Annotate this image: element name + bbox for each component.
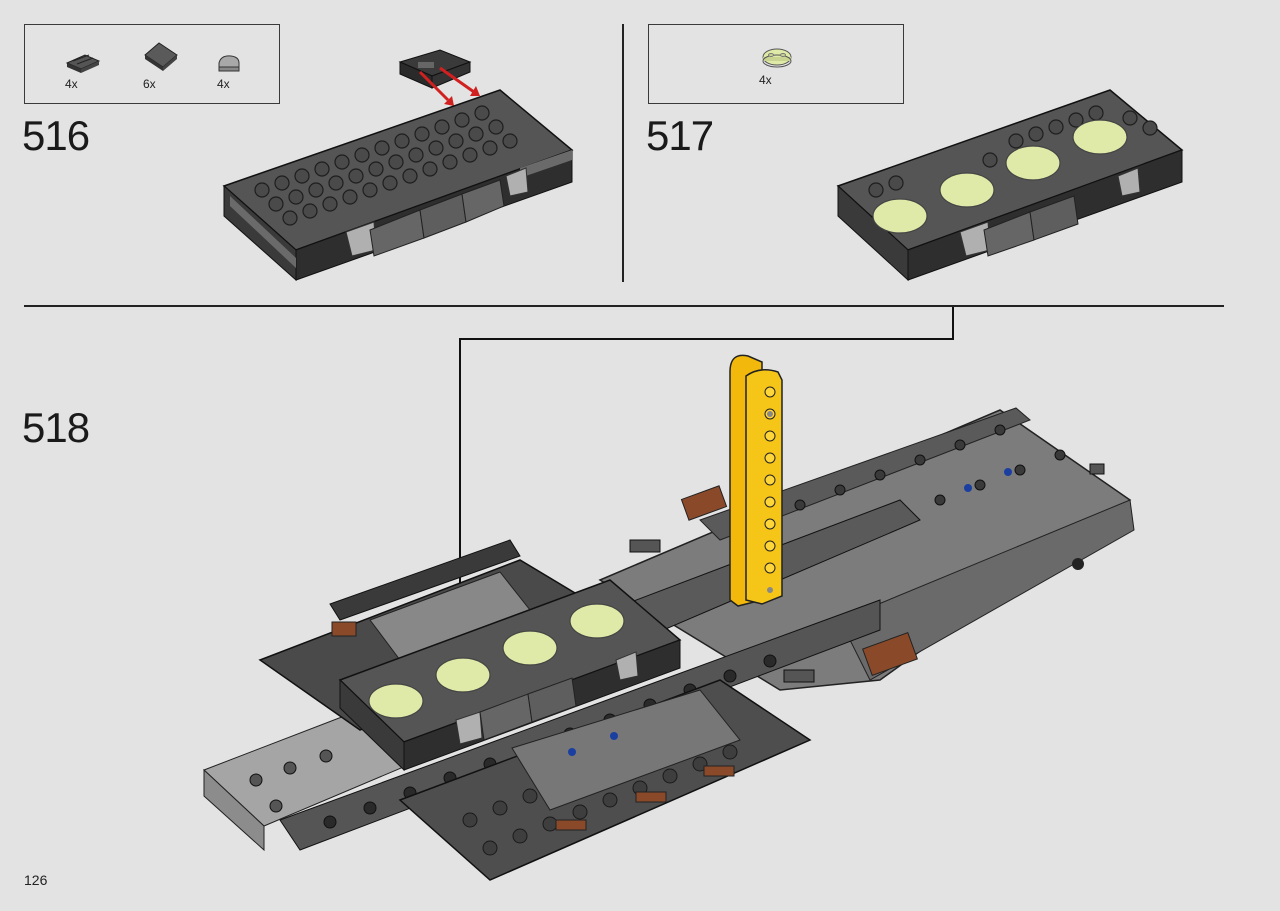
dark-gray-slope-icon [144, 42, 178, 71]
yellow-technic-beam [729, 354, 783, 607]
step-517-build-illustration [836, 89, 1184, 282]
part-qty: 4x [65, 77, 78, 91]
light-gray-curved-slope-icon [218, 55, 240, 72]
part-qty: 6x [143, 77, 156, 91]
glow-plates [872, 119, 1128, 234]
attached-submodel-517 [338, 579, 682, 772]
step-number-516: 516 [22, 112, 90, 159]
red-arrow [418, 70, 450, 102]
step-number-518: 518 [22, 404, 90, 451]
parts-callout-516: 4x 6x 4x [24, 24, 280, 104]
step-divider-horizontal [24, 305, 1224, 307]
part-qty: 4x [217, 77, 230, 91]
parts-callout-517: 4x [648, 24, 904, 104]
step-divider-vertical [622, 24, 624, 282]
bottom-dark-plate [398, 679, 812, 881]
part-qty: 4x [759, 73, 772, 87]
step-516-build-illustration [222, 49, 574, 282]
step-518-build-illustration [203, 354, 1135, 881]
front-frame-light-gray [203, 709, 421, 852]
step-number-517: 517 [646, 112, 714, 159]
red-arrow [439, 66, 475, 94]
page-number: 126 [24, 872, 48, 888]
dark-gray-grille-tile-icon [65, 54, 101, 73]
glow-round-plate-icon [762, 48, 792, 68]
